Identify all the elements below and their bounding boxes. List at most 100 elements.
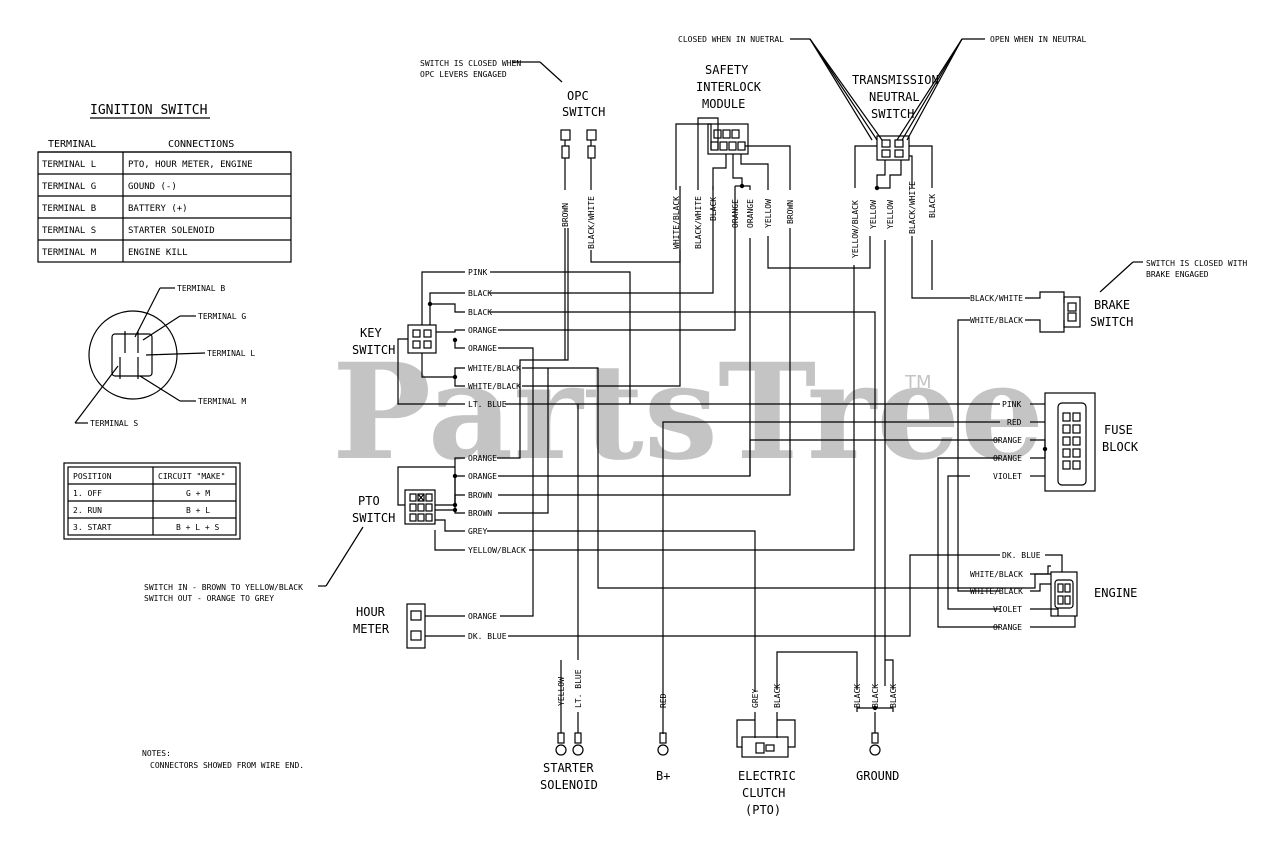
key-switch-label: KEY [360, 326, 382, 340]
ignition-row-connection: STARTER SOLENOID [128, 226, 215, 236]
wire-label: YELLOW [886, 200, 895, 229]
ignition-row-connection: ENGINE KILL [128, 248, 188, 258]
ignition-row-connection: BATTERY (+) [128, 204, 188, 214]
ignition-header-terminal: TERMINAL [48, 139, 96, 150]
ignition-title: IGNITION SWITCH [90, 103, 207, 118]
wire-label: BLACK [773, 684, 782, 708]
ignition-row-terminal: TERMINAL G [42, 182, 96, 192]
fuse-block-label: BLOCK [1102, 440, 1139, 454]
wire-label: PINK [1002, 400, 1021, 409]
wire-label: LT. BLUE [574, 669, 583, 708]
wire-label: ORANGE [993, 436, 1022, 445]
wire-label: ORANGE [468, 326, 497, 335]
opc-note-2: OPC LEVERS ENGAGED [420, 70, 507, 79]
position-row-circuit: G + M [186, 489, 210, 498]
wire-label: ORANGE [993, 454, 1022, 463]
pto-switch-label: PTO [358, 494, 380, 508]
wire-label: BROWN [468, 509, 492, 518]
pto-note-1: SWITCH IN - BROWN TO YELLOW/BLACK [144, 583, 303, 592]
starter-label: SOLENOID [540, 778, 598, 792]
wire-label: BLACK [853, 684, 862, 708]
wire-label: BLACK/WHITE [970, 294, 1023, 303]
wire-label: ORANGE [993, 623, 1022, 632]
ground-label: GROUND [856, 769, 899, 783]
brake-switch-label: SWITCH [1090, 315, 1133, 329]
key-switch-label: SWITCH [352, 343, 395, 357]
ignition-row-connection: PTO, HOUR METER, ENGINE [128, 160, 253, 170]
fuse-block-label: FUSE [1104, 423, 1133, 437]
wire-label: PINK [468, 268, 487, 277]
trans-switch-label: NEUTRAL [869, 90, 920, 104]
wire-label: WHITE/BLACK [970, 587, 1023, 596]
neutral-open-note: OPEN WHEN IN NEUTRAL [990, 35, 1087, 44]
wire-label: YELLOW/BLACK [851, 200, 860, 258]
wire-label: BLACK [709, 197, 718, 221]
position-row: 2. RUN [73, 506, 102, 515]
ignition-row-connection: GOUND (-) [128, 182, 177, 192]
opc-switch-label: SWITCH [562, 105, 605, 119]
wire-label: DK. BLUE [468, 632, 507, 641]
position-row: 1. OFF [73, 489, 102, 498]
clutch-label: (PTO) [745, 803, 781, 817]
wire-label: ORANGE [731, 199, 740, 228]
opc-switch-label: OPC [567, 89, 589, 103]
position-row: 3. START [73, 523, 112, 532]
trans-switch-label: SWITCH [871, 107, 914, 121]
pto-note-2: SWITCH OUT - ORANGE TO GREY [144, 594, 274, 603]
ignition-row-terminal: TERMINAL L [42, 160, 96, 170]
hour-meter-label: METER [353, 622, 390, 636]
clutch-label: CLUTCH [742, 786, 785, 800]
wire-label: BLACK/WHITE [694, 196, 703, 249]
wire-label: BLACK [871, 684, 880, 708]
safety-module-label: SAFETY [705, 63, 749, 77]
wire-label: VIOLET [993, 605, 1022, 614]
callout-terminal-s: TERMINAL S [90, 419, 138, 428]
watermark-tm: TM [904, 372, 932, 393]
wire-label: YELLOW [764, 199, 773, 228]
wire-label: BLACK/WHITE [908, 181, 917, 234]
callout-terminal-b: TERMINAL B [177, 284, 225, 293]
notes-title: NOTES: [142, 749, 171, 758]
wire-label: BROWN [468, 491, 492, 500]
wire-label: RED [1007, 418, 1022, 427]
safety-module-label: MODULE [702, 97, 745, 111]
wire-label: GREY [751, 689, 760, 708]
wire-label: ORANGE [468, 472, 497, 481]
callout-terminal-g: TERMINAL G [198, 312, 246, 321]
position-row-circuit: B + L [186, 506, 210, 515]
clutch-label: ELECTRIC [738, 769, 796, 783]
wire-label: WHITE/BLACK [468, 382, 521, 391]
wire-label: WHITE/BLACK [672, 196, 681, 249]
wire-label: WHITE/BLACK [970, 316, 1023, 325]
wire-label: BLACK [889, 684, 898, 708]
wire-label: LT. BLUE [468, 400, 507, 409]
ignition-row-terminal: TERMINAL M [42, 248, 97, 258]
callout-terminal-m: TERMINAL M [198, 397, 246, 406]
wire-label: BLACK [468, 289, 492, 298]
wire-label: DK. BLUE [1002, 551, 1041, 560]
starter-label: STARTER [543, 761, 594, 775]
wire-label: YELLOW [869, 200, 878, 229]
brake-switch-label: BRAKE [1094, 298, 1130, 312]
wire-label: GREY [468, 527, 487, 536]
wire-label: BLACK [468, 308, 492, 317]
hour-meter-label: HOUR [356, 605, 386, 619]
ignition-row-terminal: TERMINAL S [42, 226, 96, 236]
wire-label: ORANGE [468, 612, 497, 621]
wire-label: ORANGE [468, 344, 497, 353]
wire-label: YELLOW [557, 677, 566, 706]
position-row-circuit: B + L + S [176, 523, 220, 532]
notes-line: CONNECTORS SHOWED FROM WIRE END. [150, 761, 304, 770]
wire-label: YELLOW/BLACK [468, 546, 526, 555]
neutral-closed-note: CLOSED WHEN IN NUETRAL [678, 35, 784, 44]
trans-switch-label: TRANSMISSION [852, 73, 939, 87]
wire-label: ORANGE [468, 454, 497, 463]
wire-label: BROWN [561, 203, 570, 227]
wire-label: BROWN [786, 200, 795, 224]
watermark: PartsTree [332, 335, 1044, 490]
wire-label: WHITE/BLACK [970, 570, 1023, 579]
wire-label: WHITE/BLACK [468, 364, 521, 373]
brake-note-2: BRAKE ENGAGED [1146, 270, 1209, 279]
position-header-circuit: CIRCUIT "MAKE" [158, 472, 225, 481]
